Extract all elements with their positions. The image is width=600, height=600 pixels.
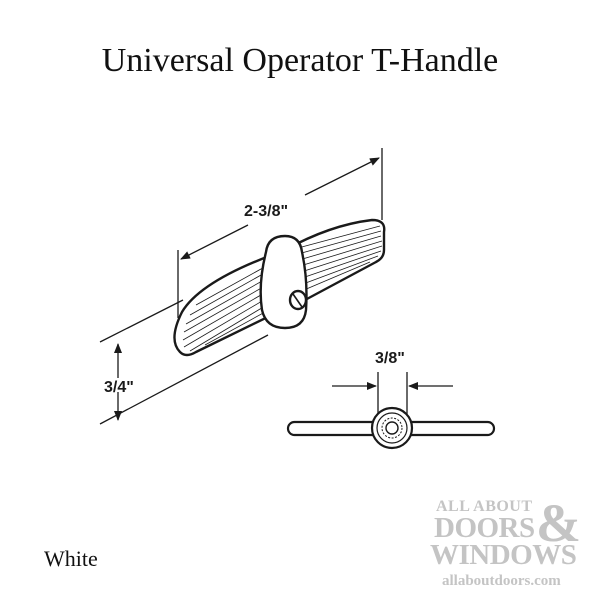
hub-width-dimension (332, 372, 453, 414)
color-option-label: White (44, 546, 98, 571)
handle-side-view (286, 406, 496, 450)
hub-width-label: 3/8" (375, 350, 405, 367)
length-dimension (177, 148, 383, 318)
logo-url: allaboutdoors.com (442, 573, 561, 589)
product-title: Universal Operator T-Handle (101, 42, 499, 79)
height-label: 3/4" (104, 379, 134, 396)
logo-ampersand: & (536, 493, 581, 553)
logo-line3: WINDOWS (430, 539, 577, 571)
handle-perspective (173, 218, 386, 357)
length-label: 2-3/8" (244, 203, 288, 220)
height-dimension (99, 299, 269, 425)
logo-line2: DOORS (434, 512, 535, 544)
logo-line1: ALL ABOUT (436, 498, 533, 515)
